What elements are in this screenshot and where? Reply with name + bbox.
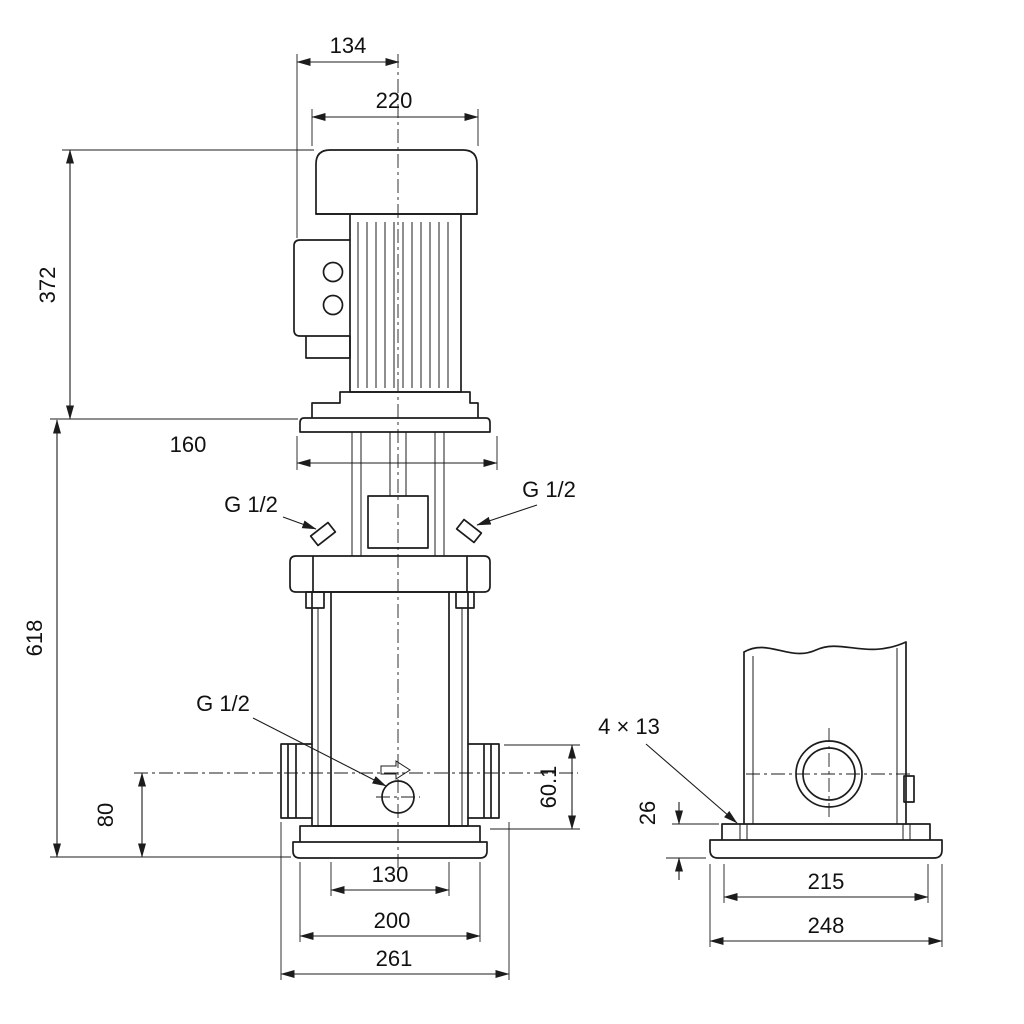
coupling-guard xyxy=(367,495,429,549)
suction-port-left xyxy=(280,743,313,819)
side-shell xyxy=(743,641,907,825)
motor-fan-cover xyxy=(315,149,478,215)
cable-entry-top xyxy=(322,261,344,283)
dim-label-80: 80 xyxy=(93,803,118,827)
leader-plug-left xyxy=(282,516,317,530)
dim-label-200: 200 xyxy=(374,908,411,933)
discharge-port-right xyxy=(467,743,500,819)
motor-flange xyxy=(299,391,491,433)
dim-label-618: 618 xyxy=(22,620,47,657)
tie-rods xyxy=(317,608,463,826)
dim-label-drain-plug: G 1/2 xyxy=(196,691,250,716)
dim-label-60-1: 60.1 xyxy=(536,766,561,809)
side-shell-inner xyxy=(744,648,906,825)
side-view xyxy=(709,641,943,859)
dim-label-261: 261 xyxy=(376,946,413,971)
side-clamp-tab xyxy=(903,775,915,803)
dimension-labels: 134 220 372 160 618 G 1/2 G 1/2 G 1/2 80… xyxy=(22,33,844,971)
base-bolt-holes xyxy=(739,824,911,840)
centerlines xyxy=(134,54,912,878)
dim-label-160: 160 xyxy=(170,432,207,457)
front-view xyxy=(280,149,500,859)
base-front xyxy=(292,825,488,859)
dim-label-248: 248 xyxy=(808,913,845,938)
dim-label-26: 26 xyxy=(635,801,660,825)
dimensions xyxy=(50,54,943,980)
plug-boss-left xyxy=(309,521,337,547)
dim-label-4x13: 4 × 13 xyxy=(598,714,660,739)
base-side xyxy=(709,823,943,859)
dim-label-plug-left: G 1/2 xyxy=(224,492,278,517)
side-port-outer xyxy=(795,740,863,808)
dim-label-134: 134 xyxy=(330,33,367,58)
head-flange xyxy=(289,555,491,593)
flow-direction-arrow-icon xyxy=(380,760,411,780)
side-port-inner xyxy=(802,747,856,801)
motor-body xyxy=(315,213,478,393)
terminal-box xyxy=(293,239,351,359)
dim-label-215: 215 xyxy=(808,869,845,894)
plug-boss-right xyxy=(455,518,483,544)
cable-entry-bottom xyxy=(322,294,344,316)
leader-drain-plug xyxy=(252,717,387,787)
dim-label-372: 372 xyxy=(35,267,60,304)
dim-label-220: 220 xyxy=(376,88,413,113)
leader-base-holes xyxy=(645,743,738,824)
extension-lines xyxy=(50,54,943,980)
leader-plug-right xyxy=(476,504,538,526)
drain-plug-port xyxy=(381,780,415,814)
dim-label-130: 130 xyxy=(372,862,409,887)
dim-label-plug-right: G 1/2 xyxy=(522,477,576,502)
motor-fins xyxy=(357,222,449,388)
pump-cylinder xyxy=(311,591,469,827)
lantern-columns xyxy=(351,432,445,556)
